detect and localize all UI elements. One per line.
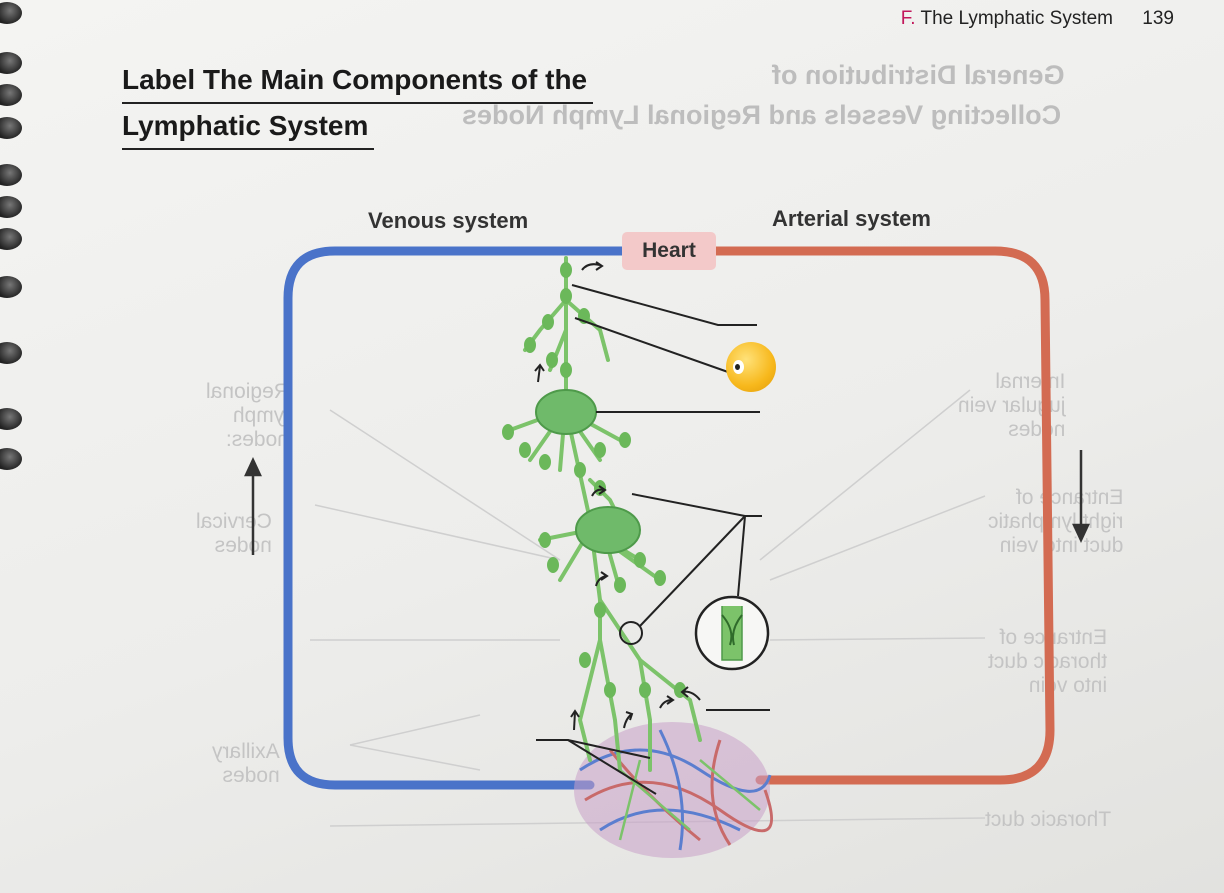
arterial-system-label: Arterial system [772, 206, 931, 231]
title-line-2: Lymphatic System [122, 104, 375, 150]
page-header: F. The Lymphatic System 139 [901, 8, 1174, 30]
flow-arrows [534, 261, 701, 731]
circulation-direction-arrows [244, 450, 1090, 555]
title-line-1: Label The Main Components of the [122, 58, 594, 104]
venous-vessel [283, 246, 630, 790]
spiral-binding [0, 0, 30, 893]
lymph-node-upper [535, 389, 597, 435]
arterial-vessel [710, 246, 1055, 785]
venous-system-label: Venous system [368, 208, 529, 233]
lymph-vessel-beads [502, 262, 686, 698]
eye-emoji-icon [726, 342, 776, 392]
section-letter: F. [900, 8, 916, 29]
page-number: 139 [1142, 8, 1174, 29]
capillary-bed [574, 722, 774, 858]
heart-label: Heart [622, 232, 716, 270]
label-leader-lines [536, 284, 770, 795]
valve-callout-small [619, 621, 643, 645]
lymph-node-lower [575, 506, 641, 554]
page-title: Label The Main Components of the Lymphat… [122, 58, 594, 150]
section-title: The Lymphatic System [920, 8, 1114, 29]
valve-magnified [694, 595, 770, 671]
